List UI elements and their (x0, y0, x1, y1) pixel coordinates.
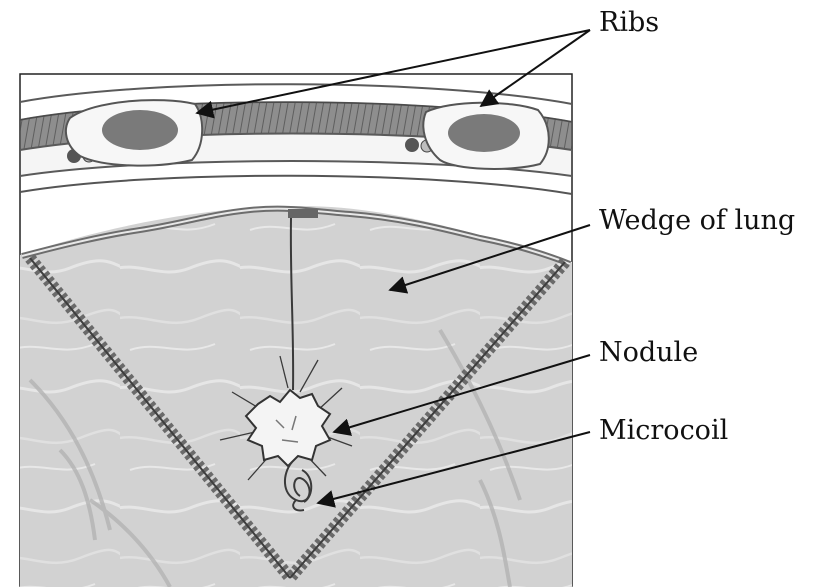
microcoil-label: Microcoil (599, 415, 728, 446)
right-rib (423, 103, 548, 169)
ribs-label: Ribs (599, 7, 659, 38)
wedge-of-lung-label: Wedge of lung (599, 205, 795, 236)
left-rib (66, 100, 202, 166)
nodule-label: Nodule (599, 337, 698, 368)
